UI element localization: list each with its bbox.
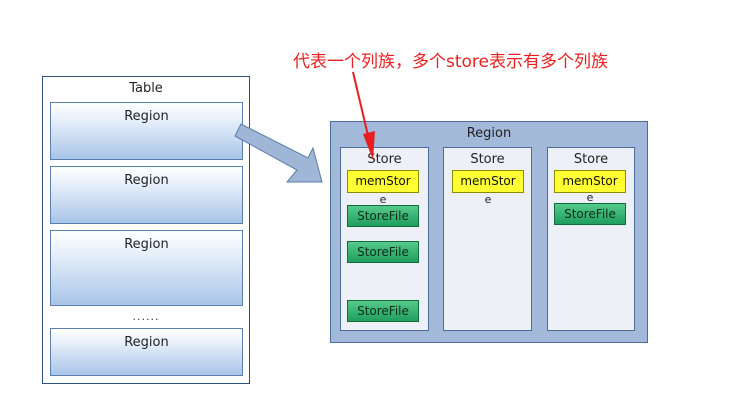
storefile-box: StoreFile (347, 205, 419, 227)
expand-arrow (234, 123, 323, 183)
store-column-3: Store memStor e StoreFile (547, 147, 635, 331)
annotation-text: 代表一个列族，多个store表示有多个列族 (293, 52, 608, 72)
table-box: Table Region Region Region ...... Region (42, 76, 250, 384)
store-column-1: Store memStor e StoreFile StoreFile Stor… (340, 147, 429, 331)
storefile-box: StoreFile (554, 203, 626, 225)
table-region-3: Region (50, 230, 243, 306)
memstore-tail: e (379, 193, 387, 206)
store-label: Store (470, 152, 505, 167)
region-label: Region (124, 173, 169, 188)
region-label: Region (124, 237, 169, 252)
table-region-2: Region (50, 166, 243, 224)
table-title: Table (129, 81, 163, 96)
region-label: Region (124, 335, 169, 350)
store-label: Store (367, 152, 402, 167)
table-ellipsis: ...... (132, 310, 160, 323)
table-region-4: Region (50, 328, 243, 376)
region-panel: Region Store memStor e StoreFile StoreFi… (330, 121, 648, 343)
region-label: Region (124, 109, 169, 124)
store-column-2: Store memStor e (443, 147, 532, 331)
storefile-box: StoreFile (347, 241, 419, 263)
annotation-arrow-head (363, 131, 375, 160)
memstore-box: memStor (347, 170, 419, 193)
store-label: Store (573, 152, 609, 167)
region-panel-title: Region (466, 126, 512, 141)
annotation-arrow-line (352, 71, 371, 145)
storefile-box: StoreFile (347, 300, 419, 322)
memstore-tail: e (484, 193, 492, 206)
memstore-box: memStor (452, 170, 524, 193)
memstore-tail: e (586, 191, 594, 204)
memstore-box: memStor (554, 170, 626, 193)
